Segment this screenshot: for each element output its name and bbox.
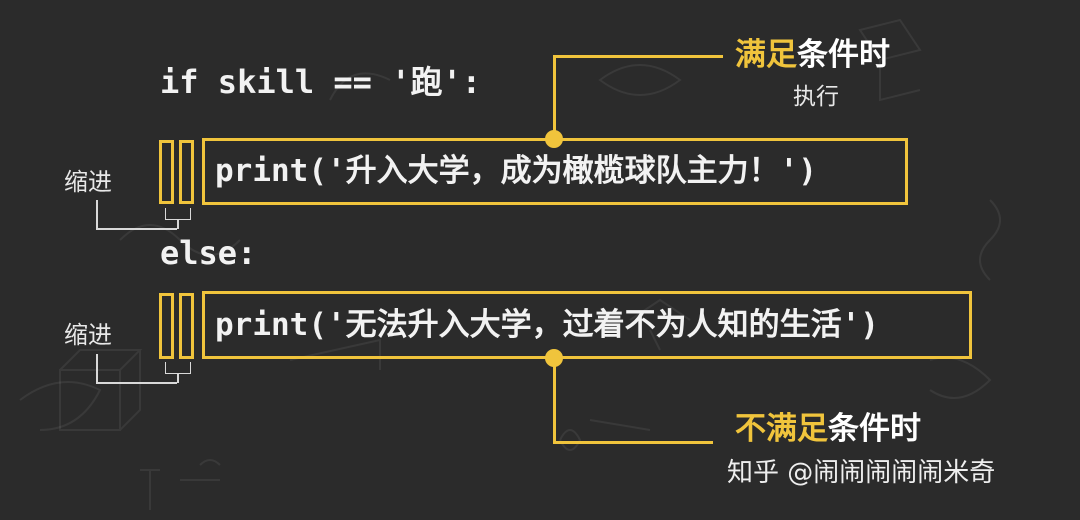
true-connector-vertical xyxy=(553,55,556,139)
false-connector-horizontal xyxy=(553,441,713,444)
false-branch-box: print('无法升入大学，过着不为人知的生活') xyxy=(202,291,972,359)
indent-bracket-1-stem xyxy=(177,219,179,229)
print-false-statement: print('无法升入大学，过着不为人知的生活') xyxy=(215,306,879,343)
else-statement: else: xyxy=(160,234,257,272)
false-condition-rest: 条件时 xyxy=(828,411,921,447)
true-connector-horizontal xyxy=(553,55,723,58)
indent-label-bottom: 缩进 xyxy=(64,321,112,349)
if-statement: if skill == '跑': xyxy=(160,63,481,101)
true-condition-label: 满足条件时 xyxy=(735,40,890,71)
indent-bracket-2-stem xyxy=(177,373,179,383)
execute-label: 执行 xyxy=(793,84,839,110)
false-condition-highlight: 不满足 xyxy=(735,411,828,447)
indent-guide-1-horizontal xyxy=(96,228,177,230)
false-condition-label: 不满足条件时 xyxy=(735,414,921,445)
true-condition-rest: 条件时 xyxy=(797,37,890,73)
print-true-statement: print('升入大学，成为橄榄球队主力！') xyxy=(215,153,817,189)
indent-bar-2b xyxy=(179,293,194,359)
indent-guide-1-vertical xyxy=(96,200,98,229)
watermark: 知乎 @闹闹闹闹闹米奇 xyxy=(727,458,996,488)
indent-bar-1b xyxy=(179,140,194,204)
true-condition-highlight: 满足 xyxy=(735,37,797,73)
indent-bar-1a xyxy=(159,140,174,204)
false-connector-vertical xyxy=(553,358,556,444)
indent-label-top: 缩进 xyxy=(64,168,112,196)
indent-guide-2-horizontal xyxy=(96,382,177,384)
indent-bar-2a xyxy=(159,293,174,359)
true-branch-box: print('升入大学，成为橄榄球队主力！') xyxy=(202,138,908,205)
indent-guide-2-vertical xyxy=(96,354,98,383)
